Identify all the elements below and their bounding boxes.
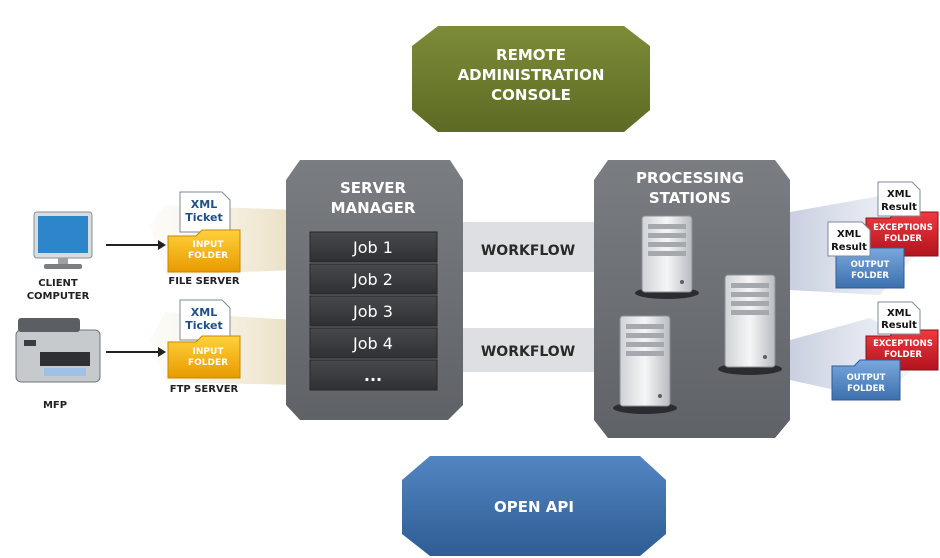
workflow-label-bottom: WORKFLOW bbox=[481, 344, 575, 360]
ftp-server-label: FTP SERVER bbox=[170, 384, 239, 395]
result-line1: XML bbox=[887, 189, 912, 200]
server-manager-title-line1: SERVER bbox=[340, 179, 406, 197]
result-line2: Result bbox=[881, 320, 917, 331]
open-api-title: OPEN API bbox=[494, 498, 574, 516]
server-manager-title-line2: MANAGER bbox=[331, 199, 416, 217]
server-tower-icon bbox=[635, 215, 699, 299]
processing-title-line2: STATIONS bbox=[649, 189, 731, 207]
job-row-more bbox=[309, 359, 438, 391]
ticket-line1: XML bbox=[191, 198, 217, 211]
output-folder-label-line1: OUTPUT bbox=[847, 373, 886, 383]
xml-ticket-document-icon bbox=[179, 191, 231, 233]
input-folder-label-line1: INPUT bbox=[193, 347, 225, 357]
client-computer-icon bbox=[33, 211, 93, 269]
mfp-label: MFP bbox=[43, 400, 67, 411]
input-folder-icon bbox=[167, 335, 241, 379]
band-workflow-top bbox=[462, 222, 598, 272]
input-folder-label-line1: INPUT bbox=[193, 240, 225, 250]
mfp-printer-icon bbox=[15, 318, 101, 383]
job-row-1 bbox=[309, 231, 438, 263]
input-folder-label-line2: FOLDER bbox=[188, 358, 228, 368]
output-folder-label-line2: FOLDER bbox=[847, 384, 885, 394]
output-folder-icon bbox=[831, 359, 901, 401]
processing-stations-panel: PROCESSING STATIONS bbox=[594, 160, 790, 438]
result-line1: XML bbox=[837, 229, 862, 240]
input-folder-label-line2: FOLDER bbox=[188, 251, 228, 261]
console-title-line2: ADMINISTRATION bbox=[458, 66, 605, 84]
console-title-line3: CONSOLE bbox=[491, 86, 571, 104]
job-row-3 bbox=[309, 295, 438, 327]
result-line2: Result bbox=[881, 202, 917, 213]
input-source-ftp-server: XML Ticket INPUT FOLDER FTP SERVER bbox=[167, 299, 241, 395]
client-computer-label-line1: CLIENT bbox=[38, 278, 78, 289]
client-computer-label-line2: COMPUTER bbox=[27, 291, 90, 302]
xml-result-document-icon bbox=[827, 221, 871, 257]
server-manager-panel: SERVER MANAGER Job 1 Job 2 Job 3 Job 4 .… bbox=[286, 160, 463, 420]
xml-result-document-icon bbox=[877, 301, 921, 335]
xml-ticket-document-icon bbox=[179, 299, 231, 341]
job-label-3: Job 3 bbox=[352, 302, 393, 321]
result-line1: XML bbox=[887, 308, 912, 319]
job-label-2: Job 2 bbox=[352, 270, 393, 289]
arrow-icon bbox=[106, 240, 166, 250]
ticket-line2: Ticket bbox=[185, 211, 223, 224]
output-group-bottom: EXCEPTIONS FOLDER XML Result OUTPUT FOLD… bbox=[831, 301, 939, 401]
output-group-top: EXCEPTIONS FOLDER XML Result OUTPUT FOLD… bbox=[827, 181, 939, 289]
job-row-4 bbox=[309, 327, 438, 359]
input-source-file-server: XML Ticket INPUT FOLDER FILE SERVER bbox=[167, 191, 241, 287]
remote-administration-console: REMOTE ADMINISTRATION CONSOLE bbox=[412, 26, 650, 132]
connector-bands bbox=[150, 196, 930, 400]
exceptions-folder-label-line2: FOLDER bbox=[884, 350, 922, 360]
workflow-label-top: WORKFLOW bbox=[481, 243, 575, 259]
ticket-line2: Ticket bbox=[185, 319, 223, 332]
xml-result-document-icon bbox=[877, 181, 921, 217]
file-server-label: FILE SERVER bbox=[168, 276, 240, 287]
console-title-line1: REMOTE bbox=[496, 46, 566, 64]
band-workflow-bottom bbox=[462, 328, 598, 372]
open-api-panel: OPEN API bbox=[402, 456, 666, 556]
job-label-more: ... bbox=[364, 366, 382, 385]
server-tower-icon bbox=[613, 315, 677, 414]
job-label-1: Job 1 bbox=[352, 238, 393, 257]
input-folder-icon bbox=[167, 229, 241, 273]
arrow-icon bbox=[106, 347, 166, 357]
job-row-2 bbox=[309, 263, 438, 295]
exceptions-folder-label-line2: FOLDER bbox=[884, 234, 922, 244]
output-folder-label-line2: FOLDER bbox=[851, 271, 889, 281]
ticket-line1: XML bbox=[191, 306, 217, 319]
exceptions-folder-label-line1: EXCEPTIONS bbox=[873, 339, 933, 349]
result-line2: Result bbox=[831, 242, 867, 253]
output-folder-label-line1: OUTPUT bbox=[851, 260, 890, 270]
processing-title-line1: PROCESSING bbox=[636, 169, 744, 187]
exceptions-folder-label-line1: EXCEPTIONS bbox=[873, 223, 933, 233]
job-label-4: Job 4 bbox=[352, 334, 393, 353]
server-tower-icon bbox=[718, 274, 782, 375]
